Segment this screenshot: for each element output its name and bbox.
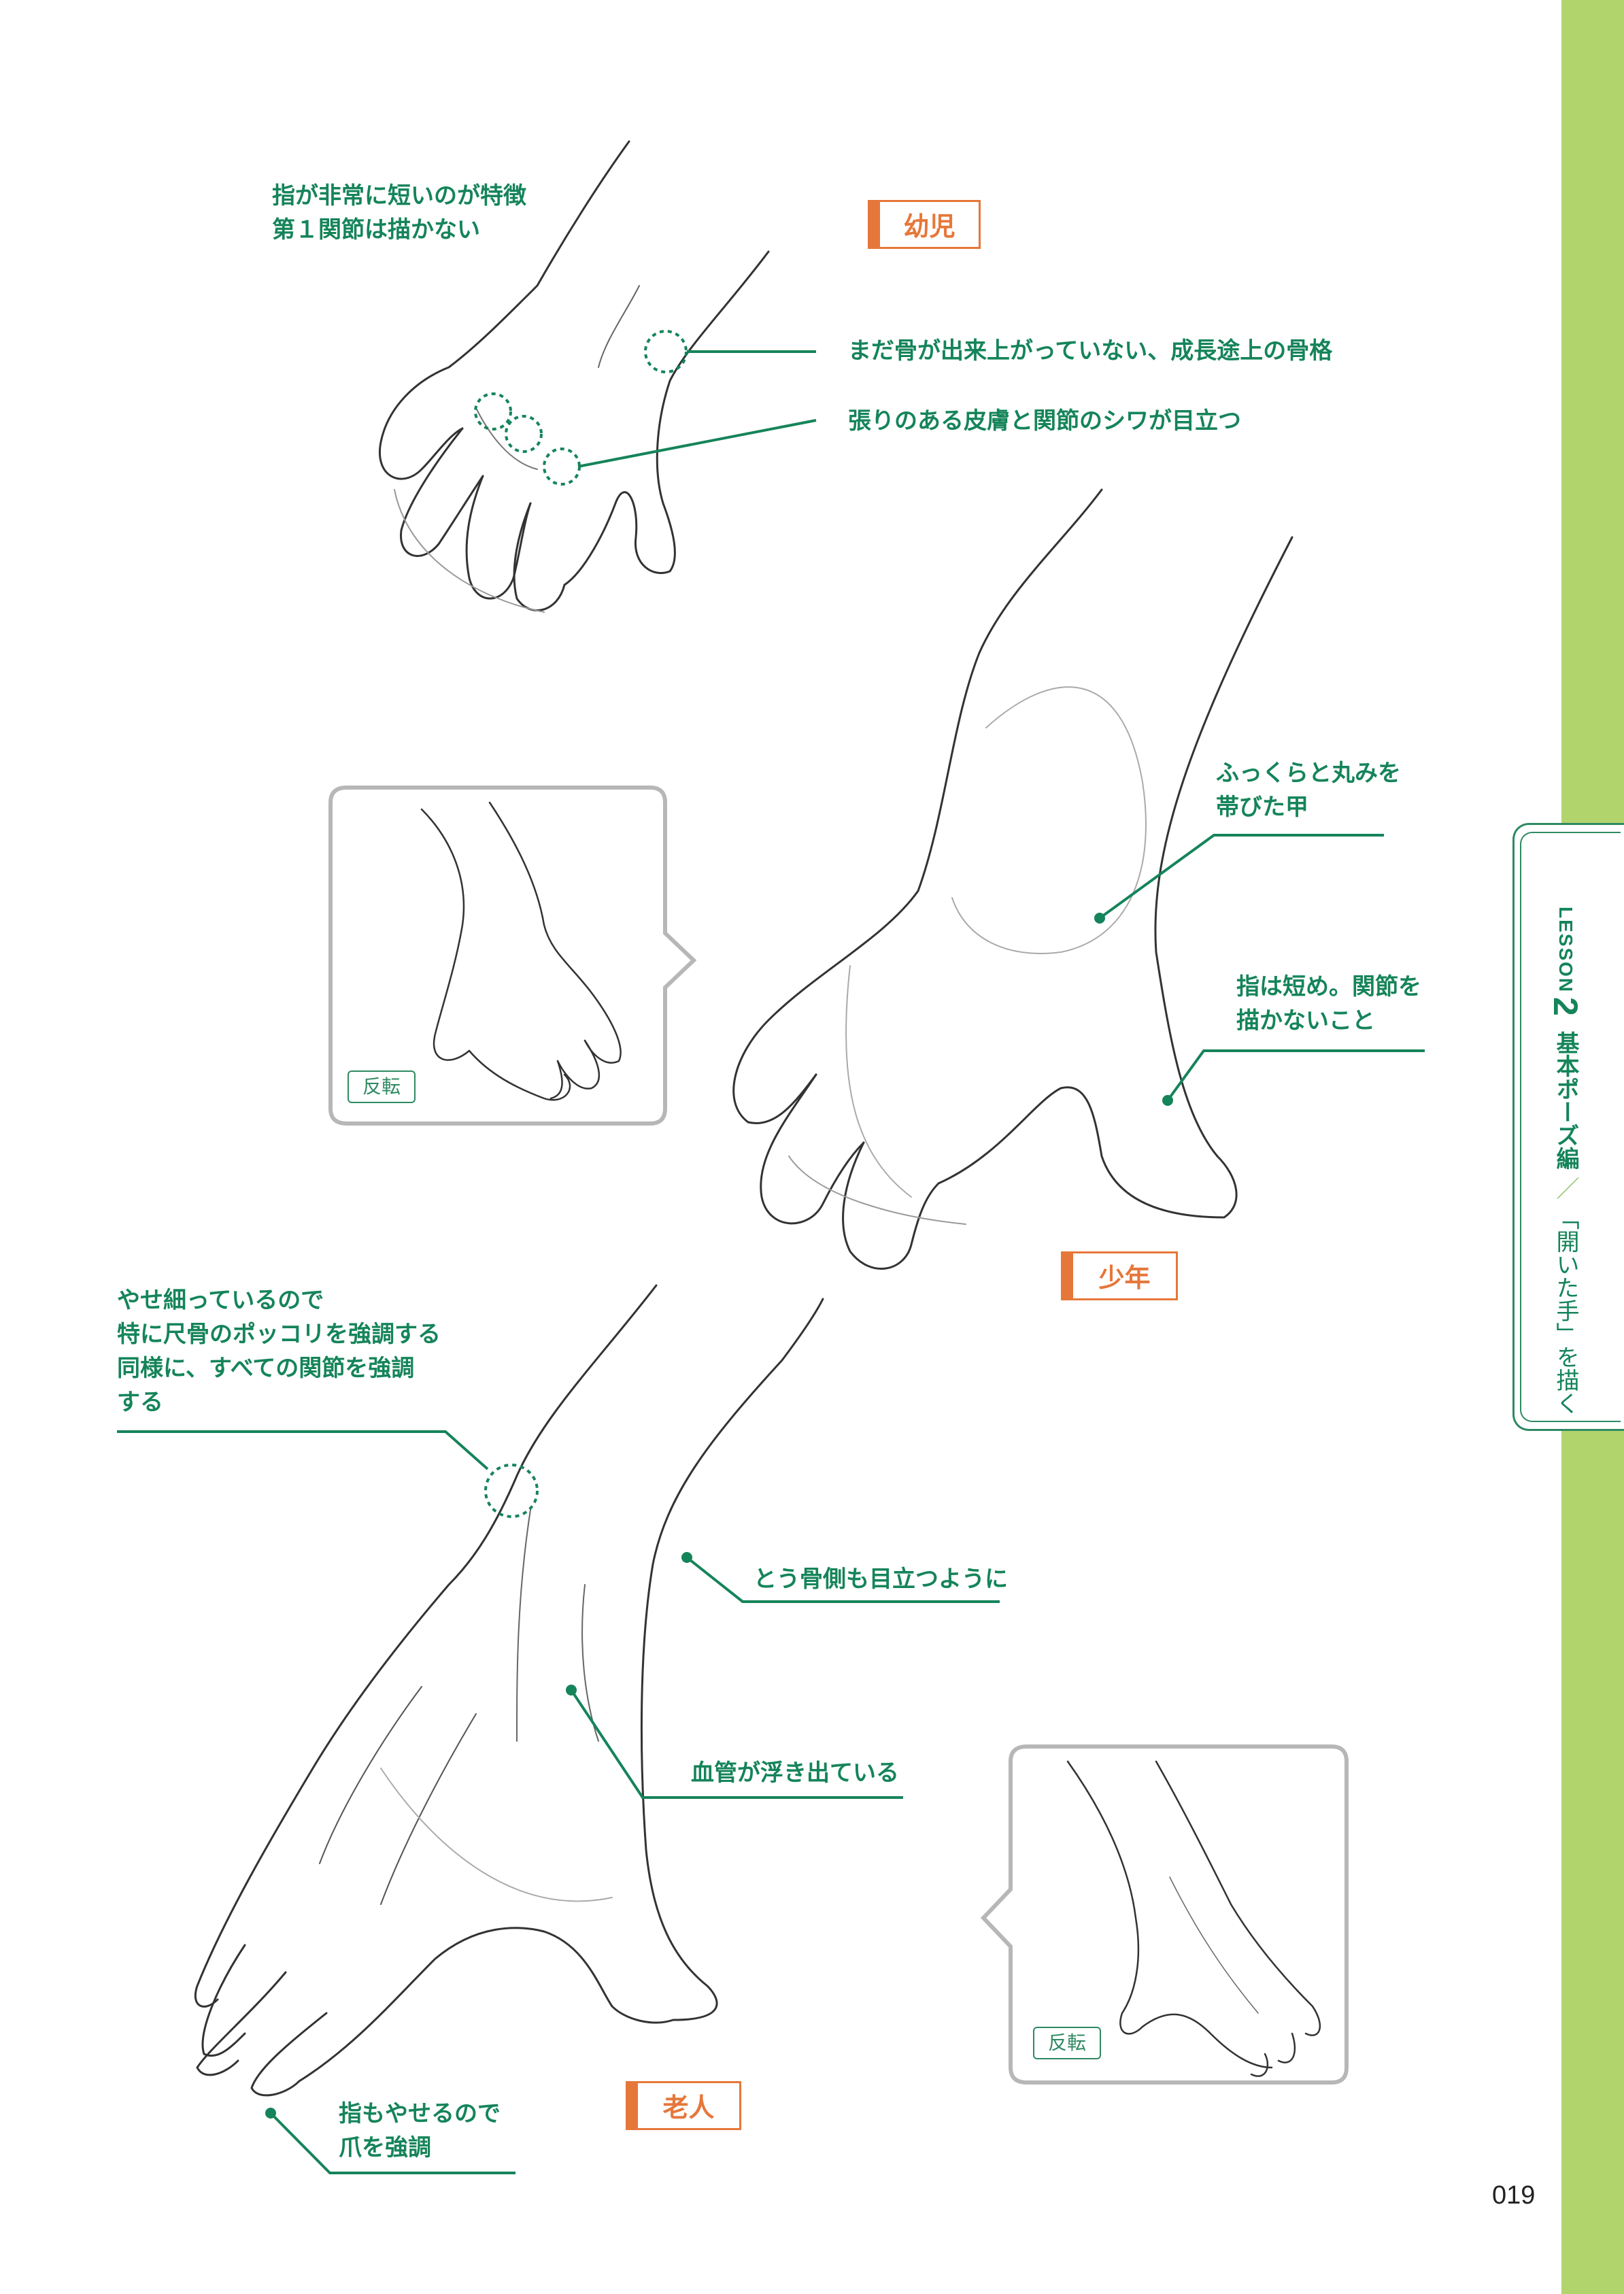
lesson-subject: 基本ポーズ編	[1552, 1030, 1579, 1170]
label-elder: 老人	[626, 2081, 741, 2130]
infant-annotation-skeleton: まだ骨が出来上がっていない、成長途上の骨格	[848, 337, 1333, 365]
lesson-number: 2	[1546, 997, 1585, 1016]
infant-annotation-skin: 張りのある皮膚と関節のシワが目立つ	[848, 407, 1241, 435]
elder-annotation-nails-line1: 指もやせるので	[339, 2100, 501, 2127]
boy-annotation-back-line1: ふっくらと丸みを	[1216, 760, 1401, 787]
elder-note-line4: する	[117, 1389, 163, 1416]
label-boy: 少年	[1061, 1251, 1178, 1300]
lesson-separator: ／	[1552, 1176, 1579, 1200]
elder-inset-panel	[980, 1744, 1349, 2085]
elder-note-line3: 同様に、すべての関節を強調	[117, 1355, 415, 1382]
elder-note-line2: 特に尺骨のポッコリを強調する	[117, 1321, 441, 1348]
boy-annotation-fingers-line1: 指は短め。関節を	[1236, 973, 1421, 1000]
boy-annotation-marks	[1098, 834, 1425, 1102]
boy-annotation-dots	[1094, 913, 1173, 1106]
elder-annotation-radius: とう骨側も目立つように	[754, 1566, 1008, 1593]
boy-hand-sketch	[732, 488, 1293, 1270]
lesson-side-tab-inner-border	[1520, 832, 1621, 1422]
elder-annotation-veins: 血管が浮き出ている	[691, 1759, 899, 1787]
infant-annotation-marks	[474, 330, 817, 486]
label-infant: 幼児	[868, 200, 981, 249]
page-number: 019	[1492, 2181, 1536, 2210]
infant-note-line1: 指が非常に短いのが特徴	[272, 182, 526, 209]
infant-hand-sketch	[379, 140, 770, 613]
elder-annotation-nails-line2: 爪を強調	[339, 2134, 431, 2161]
boy-annotation-back-line2: 帯びた甲	[1216, 794, 1308, 821]
elder-annotation-marks	[117, 1430, 1000, 2174]
elder-annotation-dots	[265, 1552, 692, 2119]
lesson-topic: 「開いた手」を描く	[1552, 1206, 1579, 1415]
boy-annotation-fingers-line2: 描かないこと	[1236, 1007, 1375, 1034]
elder-inset-flipped-tag: 反転	[1033, 2027, 1101, 2059]
lesson-side-tab: LESSON 2 基本ポーズ編 ／ 「開いた手」を描く	[1512, 823, 1624, 1431]
infant-note-line2: 第１関節は描かない	[272, 216, 480, 243]
elder-hand-sketch	[194, 1284, 824, 2097]
lesson-label: LESSON	[1555, 907, 1576, 994]
lesson-side-tab-text: LESSON 2 基本ポーズ編 ／ 「開いた手」を描く	[1546, 907, 1585, 1415]
elder-note-line1: やせ細っているので	[117, 1287, 324, 1314]
boy-inset-panel	[328, 786, 697, 1126]
boy-inset-flipped-tag: 反転	[348, 1070, 416, 1103]
